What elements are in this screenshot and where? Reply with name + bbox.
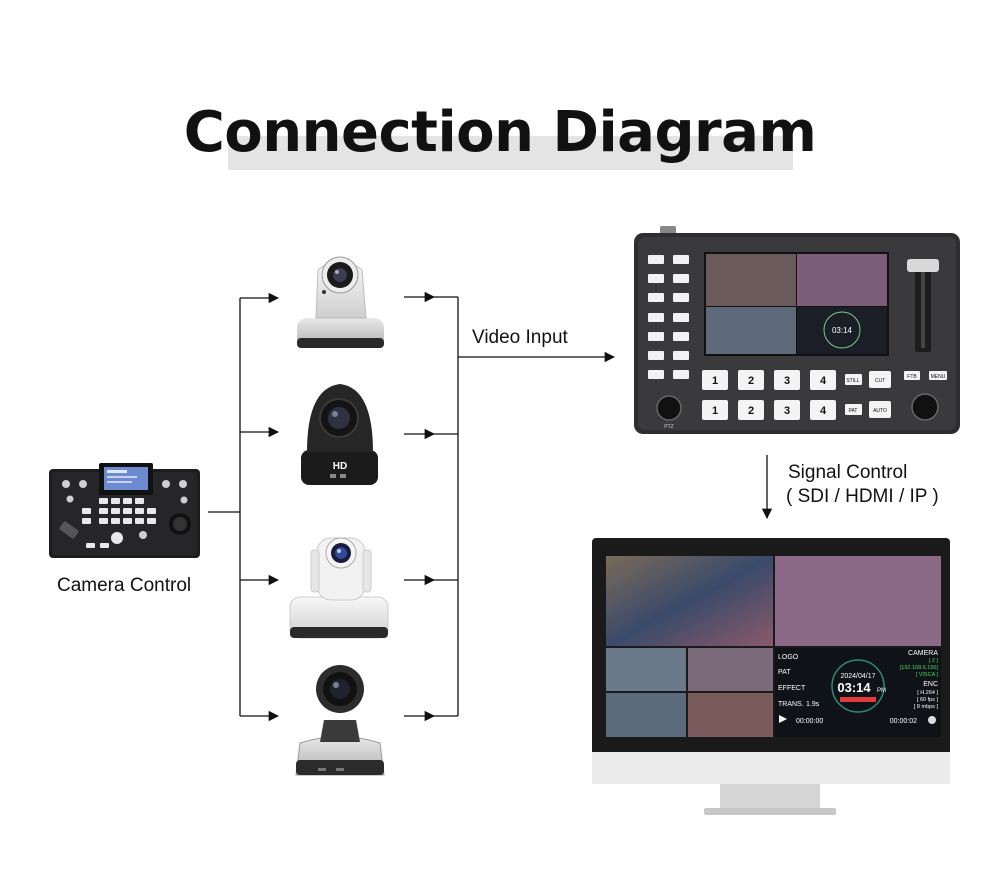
- overlay-enc-fps: [ 60 fps ]: [917, 697, 939, 703]
- switcher-screen-time: 03:14: [832, 326, 853, 335]
- title-highlight-band: [228, 136, 793, 170]
- ptz-camera-1: [297, 256, 384, 348]
- overlay-trans: TRANS.: [778, 701, 804, 708]
- cloud-icon: [928, 716, 936, 724]
- overlay-camera-title: CAMERA: [908, 650, 938, 657]
- cam-button-3: 3: [784, 375, 790, 387]
- overlay-time: 03:14: [837, 680, 871, 695]
- cam-button-4b: 4: [820, 405, 827, 417]
- monitor-device: LOGO PAT EFFECT TRANS. 1.9s 2024/04/17 0…: [592, 538, 950, 815]
- overlay-timer-right: 00:00:02: [890, 718, 917, 725]
- overlay-camera-ip: [192.168.6.156]: [900, 665, 939, 671]
- camera-controller-device: [49, 463, 200, 558]
- ptz-camera-2: HD: [301, 384, 378, 485]
- pat-button: PAT: [849, 408, 858, 414]
- video-switcher-device: 03:14 1 2 3 4 1 2 3: [634, 226, 960, 434]
- video-lines: [404, 291, 616, 722]
- overlay-ampm: PM: [877, 688, 886, 694]
- ptz-label: PTZ: [664, 424, 673, 430]
- overlay-pat: PAT: [778, 669, 791, 676]
- overlay-logo: LOGO: [778, 654, 799, 661]
- cam-button-2b: 2: [748, 405, 754, 417]
- auto-button: AUTO: [873, 408, 887, 414]
- camera-control-label: Camera Control: [57, 575, 192, 596]
- overlay-trans-value: 1.9s: [806, 701, 820, 708]
- cam-button-3b: 3: [784, 405, 790, 417]
- overlay-camera-id: [ 2 ]: [929, 658, 939, 664]
- video-input-label: Video Input: [472, 327, 568, 348]
- signal-control-protocols: ( SDI / HDMI / IP ): [786, 486, 939, 507]
- ptz-camera-4: [295, 665, 385, 776]
- cam-button-2: 2: [748, 375, 754, 387]
- overlay-timer-left: 00:00:00: [796, 718, 823, 725]
- overlay-effect: EFFECT: [778, 685, 806, 692]
- overlay-enc-rate: [ 8 mbps ]: [914, 704, 939, 710]
- play-icon: [779, 715, 787, 723]
- control-lines: [208, 292, 280, 722]
- cam-button-1b: 1: [712, 405, 718, 417]
- ftb-button: FTB: [907, 374, 917, 380]
- page-title: Connection Diagram: [183, 100, 817, 165]
- overlay-enc-title: ENC: [923, 681, 938, 688]
- signal-control-label: Signal Control: [788, 462, 908, 483]
- overlay-camera-proto: [ VISCA ]: [916, 672, 939, 678]
- overlay-date: 2024/04/17: [840, 673, 875, 680]
- overlay-enc-codec: [ H.264 ]: [917, 690, 938, 696]
- still-button: STILL: [846, 378, 860, 384]
- ptz-camera-3: [289, 537, 389, 639]
- cut-button: CUT: [875, 378, 885, 384]
- menu-button: MENU: [931, 374, 946, 380]
- hd-badge: HD: [333, 461, 347, 472]
- cam-button-1: 1: [712, 375, 718, 387]
- cam-button-4: 4: [820, 375, 827, 387]
